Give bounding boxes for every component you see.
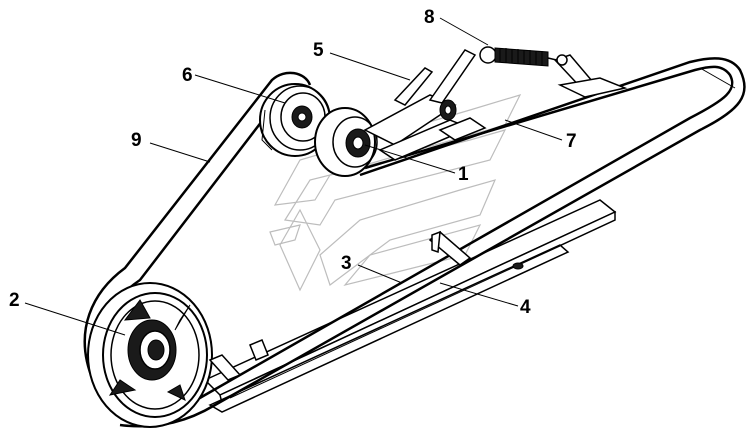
tension-spring (479, 46, 566, 67)
leader-4 (439, 282, 519, 307)
leader-6 (194, 74, 286, 104)
callout-2: 2 (9, 290, 20, 311)
leader-lines (24, 17, 563, 336)
callout-7: 7 (566, 131, 577, 152)
tensioner-arm (363, 49, 487, 161)
mounting-tab-bottom (208, 354, 242, 381)
callout-4: 4 (520, 297, 531, 318)
leader-8 (439, 17, 489, 46)
rail-clamp (428, 230, 472, 266)
callout-3: 3 (341, 253, 352, 274)
leader-2 (24, 302, 126, 336)
callout-5: 5 (313, 40, 324, 61)
leader-7 (504, 119, 563, 141)
callout-labels: 1 2 3 4 5 6 7 8 9 (9, 7, 577, 318)
callout-9: 9 (131, 130, 142, 151)
leader-1 (364, 144, 456, 174)
mounting-tab-left (249, 339, 269, 361)
callout-8: 8 (424, 7, 435, 28)
leader-3 (357, 264, 403, 284)
callout-1: 1 (458, 164, 469, 185)
tensioner-roller (314, 107, 378, 177)
leader-5 (329, 52, 411, 81)
top-pulley (259, 83, 331, 157)
spring-anchor-bracket (553, 54, 628, 98)
frame-slot (512, 262, 524, 270)
leader-9 (149, 142, 211, 163)
bottom-pulley (87, 282, 213, 428)
frame-rail (203, 199, 617, 413)
callout-6: 6 (182, 65, 193, 86)
